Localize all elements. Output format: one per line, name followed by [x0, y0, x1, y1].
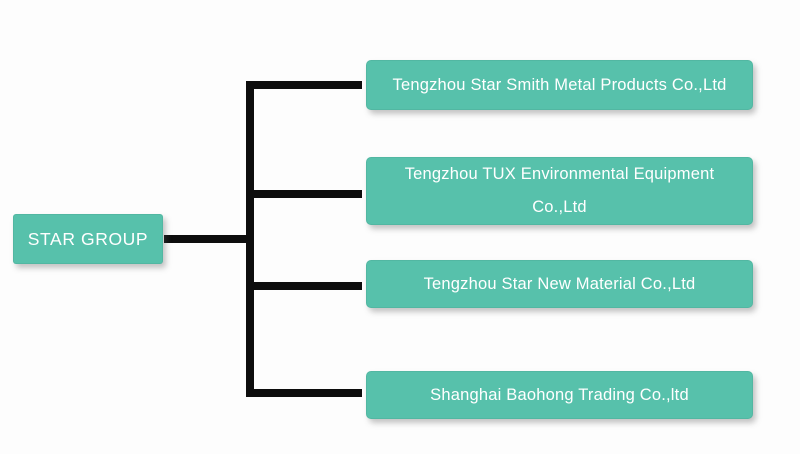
connector-branch-4 — [246, 389, 362, 397]
child-node-new-material: Tengzhou Star New Material Co.,Ltd — [366, 260, 753, 308]
connector-trunk — [246, 81, 254, 397]
connector-branch-2 — [246, 190, 362, 198]
connector-branch-1 — [246, 81, 362, 89]
connector-root — [164, 235, 247, 243]
connector-branch-3 — [246, 282, 362, 290]
child-node-baohong-trading: Shanghai Baohong Trading Co.,ltd — [366, 371, 753, 419]
child-node-environmental-equipment: Tengzhou TUX Environmental Equipment Co.… — [366, 157, 753, 225]
child-node-metal-products: Tengzhou Star Smith Metal Products Co.,L… — [366, 60, 753, 110]
root-node-star-group: STAR GROUP — [13, 214, 163, 264]
